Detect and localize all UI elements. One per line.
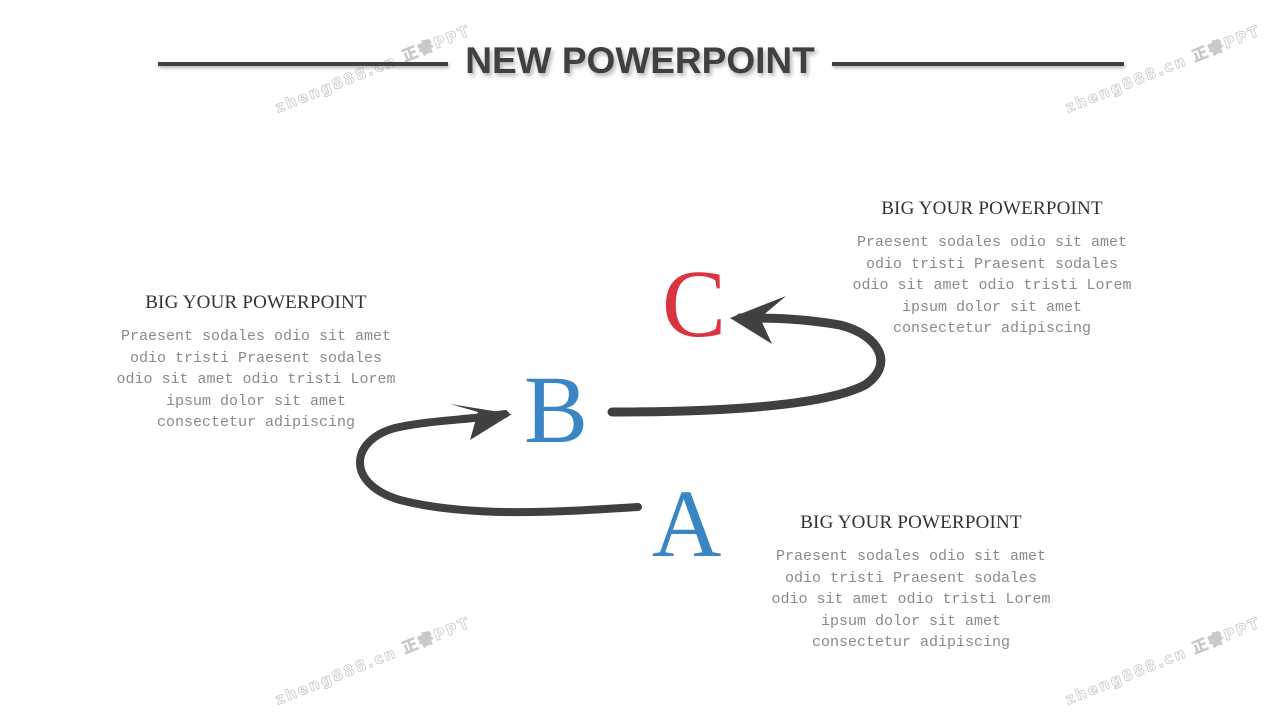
- body-line: Praesent sodales odio sit amet: [775, 548, 1047, 565]
- body-line: odio tristi Praesent sodales: [784, 569, 1038, 587]
- letter-a: A: [652, 470, 722, 577]
- arrowhead-b-icon: [450, 404, 512, 440]
- block-body: Praesent sodales odio sit amet odio tris…: [761, 546, 1061, 654]
- body-line: ipsum dolor sit amet: [165, 392, 347, 410]
- block-heading: BIG YOUR POWERPOINT: [800, 512, 1022, 533]
- body-line: consectetur adipiscing: [156, 414, 356, 431]
- body-line: consectetur adipiscing: [892, 320, 1092, 337]
- body-line: ipsum dolor sit amet: [820, 612, 1002, 630]
- text-block-c: BIG YOUR POWERPOINT Praesent sodales odi…: [842, 198, 1142, 340]
- title-divider-right: [832, 62, 1124, 66]
- arrow-b-to-c: [607, 313, 886, 417]
- slide-title: NEW POWERPOINT: [465, 40, 815, 81]
- letter-b: B: [524, 356, 589, 463]
- body-line: odio sit amet odio tristi Lorem: [116, 371, 396, 388]
- title-divider-left: [158, 62, 448, 66]
- body-line: odio tristi Praesent sodales: [129, 349, 383, 367]
- block-body: Praesent sodales odio sit amet odio tris…: [106, 326, 406, 434]
- body-line: Praesent sodales odio sit amet: [120, 328, 392, 345]
- body-line: Praesent sodales odio sit amet: [856, 234, 1128, 251]
- body-line: odio sit amet odio tristi Lorem: [852, 277, 1132, 294]
- text-block-b: BIG YOUR POWERPOINT Praesent sodales odi…: [106, 292, 406, 434]
- arrow-a-to-b: [356, 410, 642, 517]
- body-line: consectetur adipiscing: [811, 634, 1011, 651]
- body-line: odio sit amet odio tristi Lorem: [771, 591, 1051, 608]
- arrowhead-c-icon: [730, 296, 786, 344]
- letter-c: C: [662, 250, 727, 357]
- text-block-a: BIG YOUR POWERPOINT Praesent sodales odi…: [761, 512, 1061, 654]
- block-heading: BIG YOUR POWERPOINT: [881, 198, 1103, 219]
- block-body: Praesent sodales odio sit amet odio tris…: [842, 232, 1142, 340]
- body-line: odio tristi Praesent sodales: [865, 255, 1119, 273]
- body-line: ipsum dolor sit amet: [901, 298, 1083, 316]
- block-heading: BIG YOUR POWERPOINT: [145, 292, 367, 313]
